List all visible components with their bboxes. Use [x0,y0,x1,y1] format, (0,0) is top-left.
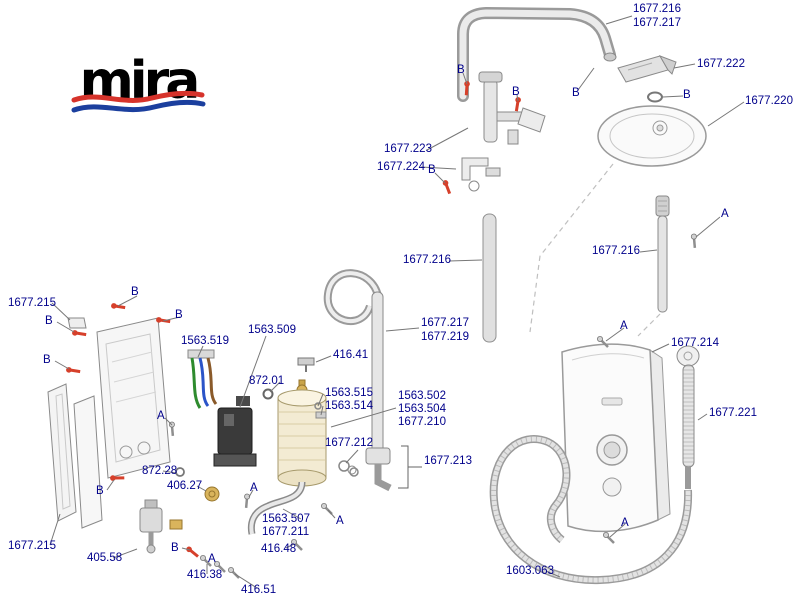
mira-logo: mira [71,51,206,113]
circlip-drawing [175,467,185,477]
outlet-pipe-drawing [247,481,306,535]
panel-clip-drawing [67,317,87,329]
shower-unit-drawing [561,343,671,533]
solenoid-valve-drawing [139,499,183,554]
back-panel-drawing [96,317,171,479]
rail-tube-drawing [482,213,497,343]
slide-rail-rod-drawing [655,195,670,313]
rail-clamp-drawing [461,157,501,192]
logo-wave-red-icon [71,90,205,103]
inlet-fitting-drawing [204,486,220,502]
supply-pipe-drawing [323,269,384,465]
outlet-valve-drawing [347,447,392,492]
leader-lines [49,15,745,589]
bracket-1677-213 [398,445,422,489]
mixer-valve-drawing [478,71,546,145]
arm-connector-drawing [617,55,677,83]
o-ring-drawing [647,91,663,103]
side-strip-drawing [47,383,103,529]
shower-head-drawing [597,105,707,167]
small-o-ring-drawing [262,388,274,400]
cables-drawing [187,349,218,409]
shower-arm-drawing [457,6,617,102]
hose-drawing [489,435,693,585]
o-rings-drawing [338,460,359,477]
metal-clip-drawing [297,357,315,372]
handset-drawing [676,345,700,489]
switch-assembly-drawing [213,396,257,467]
alignment-dashed-lines [529,163,661,337]
heater-tank-drawing [277,379,327,487]
logo-wave-blue-icon [71,99,206,113]
